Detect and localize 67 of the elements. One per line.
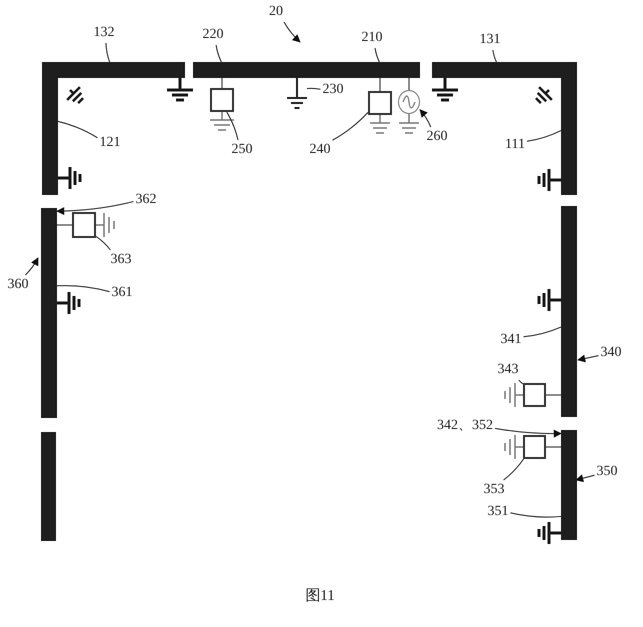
thick-bar <box>41 208 57 418</box>
callout-number: 353 <box>484 482 504 498</box>
callout-number: 340 <box>600 345 622 361</box>
thick-bar <box>561 430 577 540</box>
leader-arrow <box>419 109 432 128</box>
thick-bar <box>41 432 56 541</box>
leader-line <box>332 112 368 141</box>
callout-number: 121 <box>100 135 120 151</box>
component-box <box>368 91 392 115</box>
callout-number: 220 <box>202 27 224 43</box>
callout-number: 111 <box>505 137 525 153</box>
callout-number: 343 <box>498 362 518 378</box>
leader-line <box>58 120 98 138</box>
leader-line <box>306 88 321 90</box>
leader-line <box>518 380 524 384</box>
callout-number: 342、352 <box>437 418 493 434</box>
thick-bar <box>58 62 185 78</box>
leader-arrow <box>24 257 38 276</box>
wire <box>408 78 410 90</box>
thick-bar <box>432 62 561 78</box>
callout-number: 20 <box>269 4 283 20</box>
ground-symbol <box>287 78 307 112</box>
thick-bar <box>561 62 577 195</box>
callout-number: 132 <box>94 25 114 41</box>
wire <box>546 394 561 396</box>
wire <box>546 446 561 448</box>
signal-source <box>398 90 420 114</box>
wire <box>379 78 381 91</box>
leader-arrow <box>56 201 134 216</box>
leader-line <box>105 42 110 62</box>
callout-number: 363 <box>110 252 132 268</box>
callout-number: 360 <box>8 277 28 293</box>
component-box <box>210 88 234 112</box>
callout-number: 230 <box>322 82 344 98</box>
wire <box>57 224 72 226</box>
leader-line <box>216 44 222 62</box>
leader-line <box>526 130 562 142</box>
leader-line <box>56 285 110 292</box>
callout-number: 350 <box>596 464 618 480</box>
callout-number: 351 <box>488 504 508 520</box>
leader-arrow <box>284 22 301 43</box>
thick-bar <box>561 206 577 417</box>
leader-line <box>523 326 562 338</box>
leader-arrow <box>494 428 562 438</box>
thick-bar <box>193 62 420 78</box>
thick-bar <box>42 62 58 195</box>
callout-number: 131 <box>480 32 500 48</box>
callout-number: 260 <box>426 129 448 145</box>
callout-number: 250 <box>232 142 252 158</box>
component-box <box>523 435 546 459</box>
component-box <box>523 383 546 407</box>
leader-line <box>492 50 497 62</box>
callout-number: 362 <box>136 192 156 208</box>
wire <box>221 78 223 88</box>
callout-number: 361 <box>112 285 132 301</box>
leader-line <box>96 236 111 250</box>
callout-number: 210 <box>362 30 382 46</box>
callout-number: 240 <box>310 142 330 158</box>
leader-line <box>374 48 380 62</box>
leader-arrow <box>577 354 599 362</box>
leader-arrow <box>575 474 595 482</box>
leader-line <box>226 112 238 140</box>
leader-line <box>503 458 524 480</box>
callout-number: 341 <box>500 332 522 348</box>
component-box <box>72 212 96 238</box>
figure-caption: 图11 <box>305 588 335 604</box>
leader-line <box>510 512 562 518</box>
